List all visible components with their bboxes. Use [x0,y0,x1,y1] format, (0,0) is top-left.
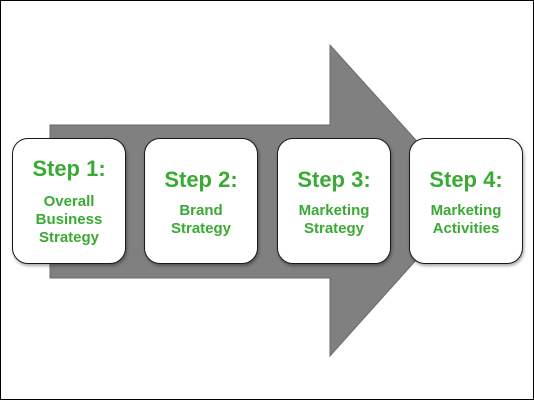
step-box-4: Step 4: Marketing Activities [409,138,523,264]
step-4-description: Marketing Activities [430,202,502,237]
step-1-title: Step 1: [32,156,106,181]
step-3-title: Step 3: [297,167,371,192]
step-box-2: Step 2: Brand Strategy [144,138,258,264]
arrow-shape [49,43,471,358]
step-3-description: Marketing Strategy [298,202,370,237]
step-4-title: Step 4: [429,167,503,192]
step-box-3: Step 3: Marketing Strategy [277,138,391,264]
step-2-description: Brand Strategy [170,202,232,237]
step-1-description: Overall Business Strategy [35,193,103,246]
step-2-title: Step 2: [164,167,238,192]
step-box-1: Step 1: Overall Business Strategy [12,138,126,264]
